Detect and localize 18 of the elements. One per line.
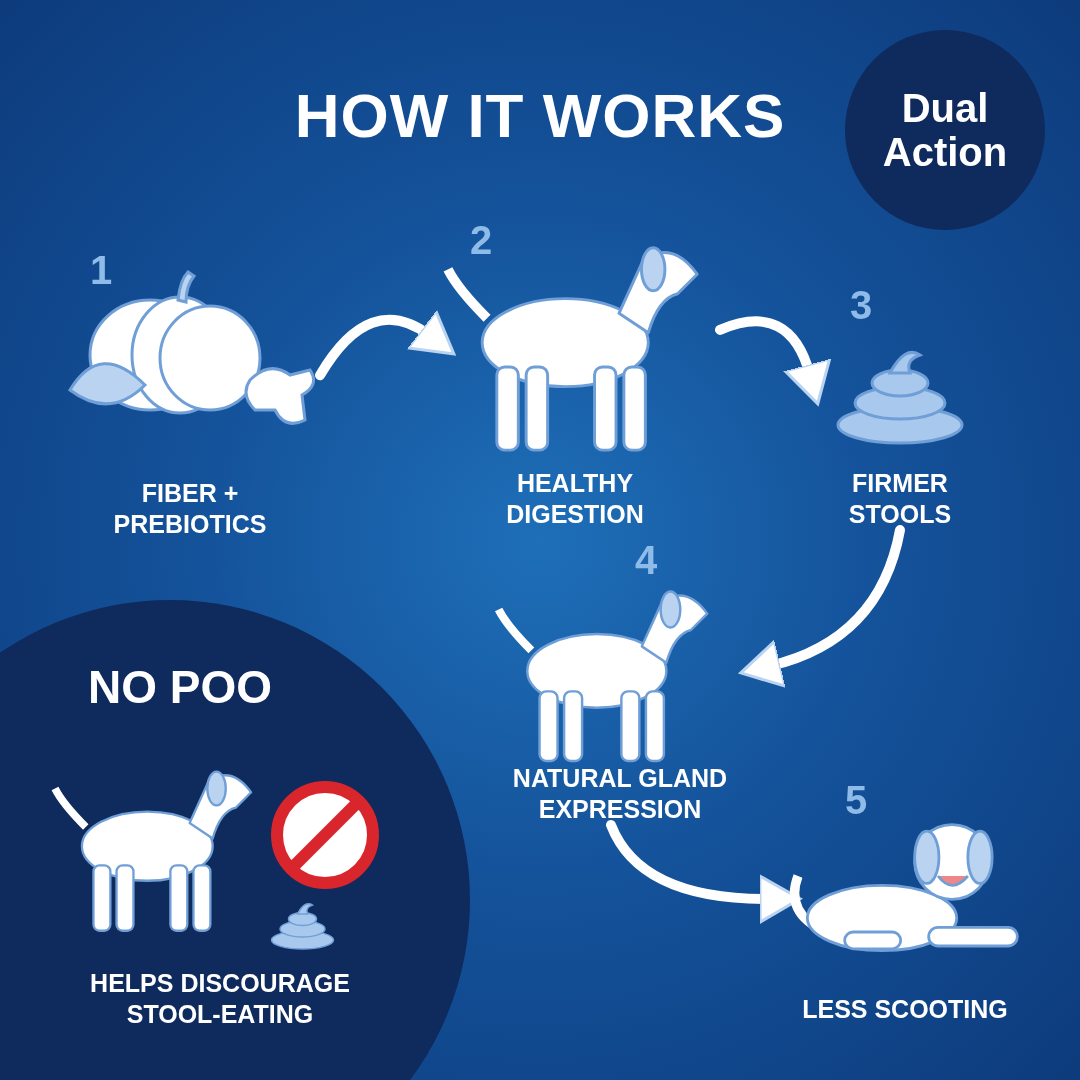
step-number: 1 [90, 250, 113, 290]
badge-text: Dual Action [881, 86, 1009, 174]
step-caption: FIBER + PREBIOTICS [112, 477, 268, 540]
title: HOW IT WORKS [293, 80, 787, 151]
step-caption: HEALTHY DIGESTION [505, 467, 645, 530]
step-caption: FIRMER STOOLS [847, 467, 953, 530]
step-number: 5 [845, 780, 868, 820]
step-number: 3 [850, 285, 873, 325]
panel-heading: NO POO [87, 660, 273, 714]
step-caption: LESS SCOOTING [801, 993, 1009, 1025]
curved-arrow [739, 525, 905, 687]
curved-arrow [315, 309, 457, 381]
step-number: 4 [635, 540, 658, 580]
panel-caption: HELPS DISCOURAGE STOOL-EATING [89, 968, 351, 1031]
curved-arrow [606, 820, 802, 924]
step-number: 2 [470, 220, 493, 260]
curved-arrow [715, 316, 831, 405]
step-caption: NATURAL GLAND EXPRESSION [511, 762, 729, 825]
